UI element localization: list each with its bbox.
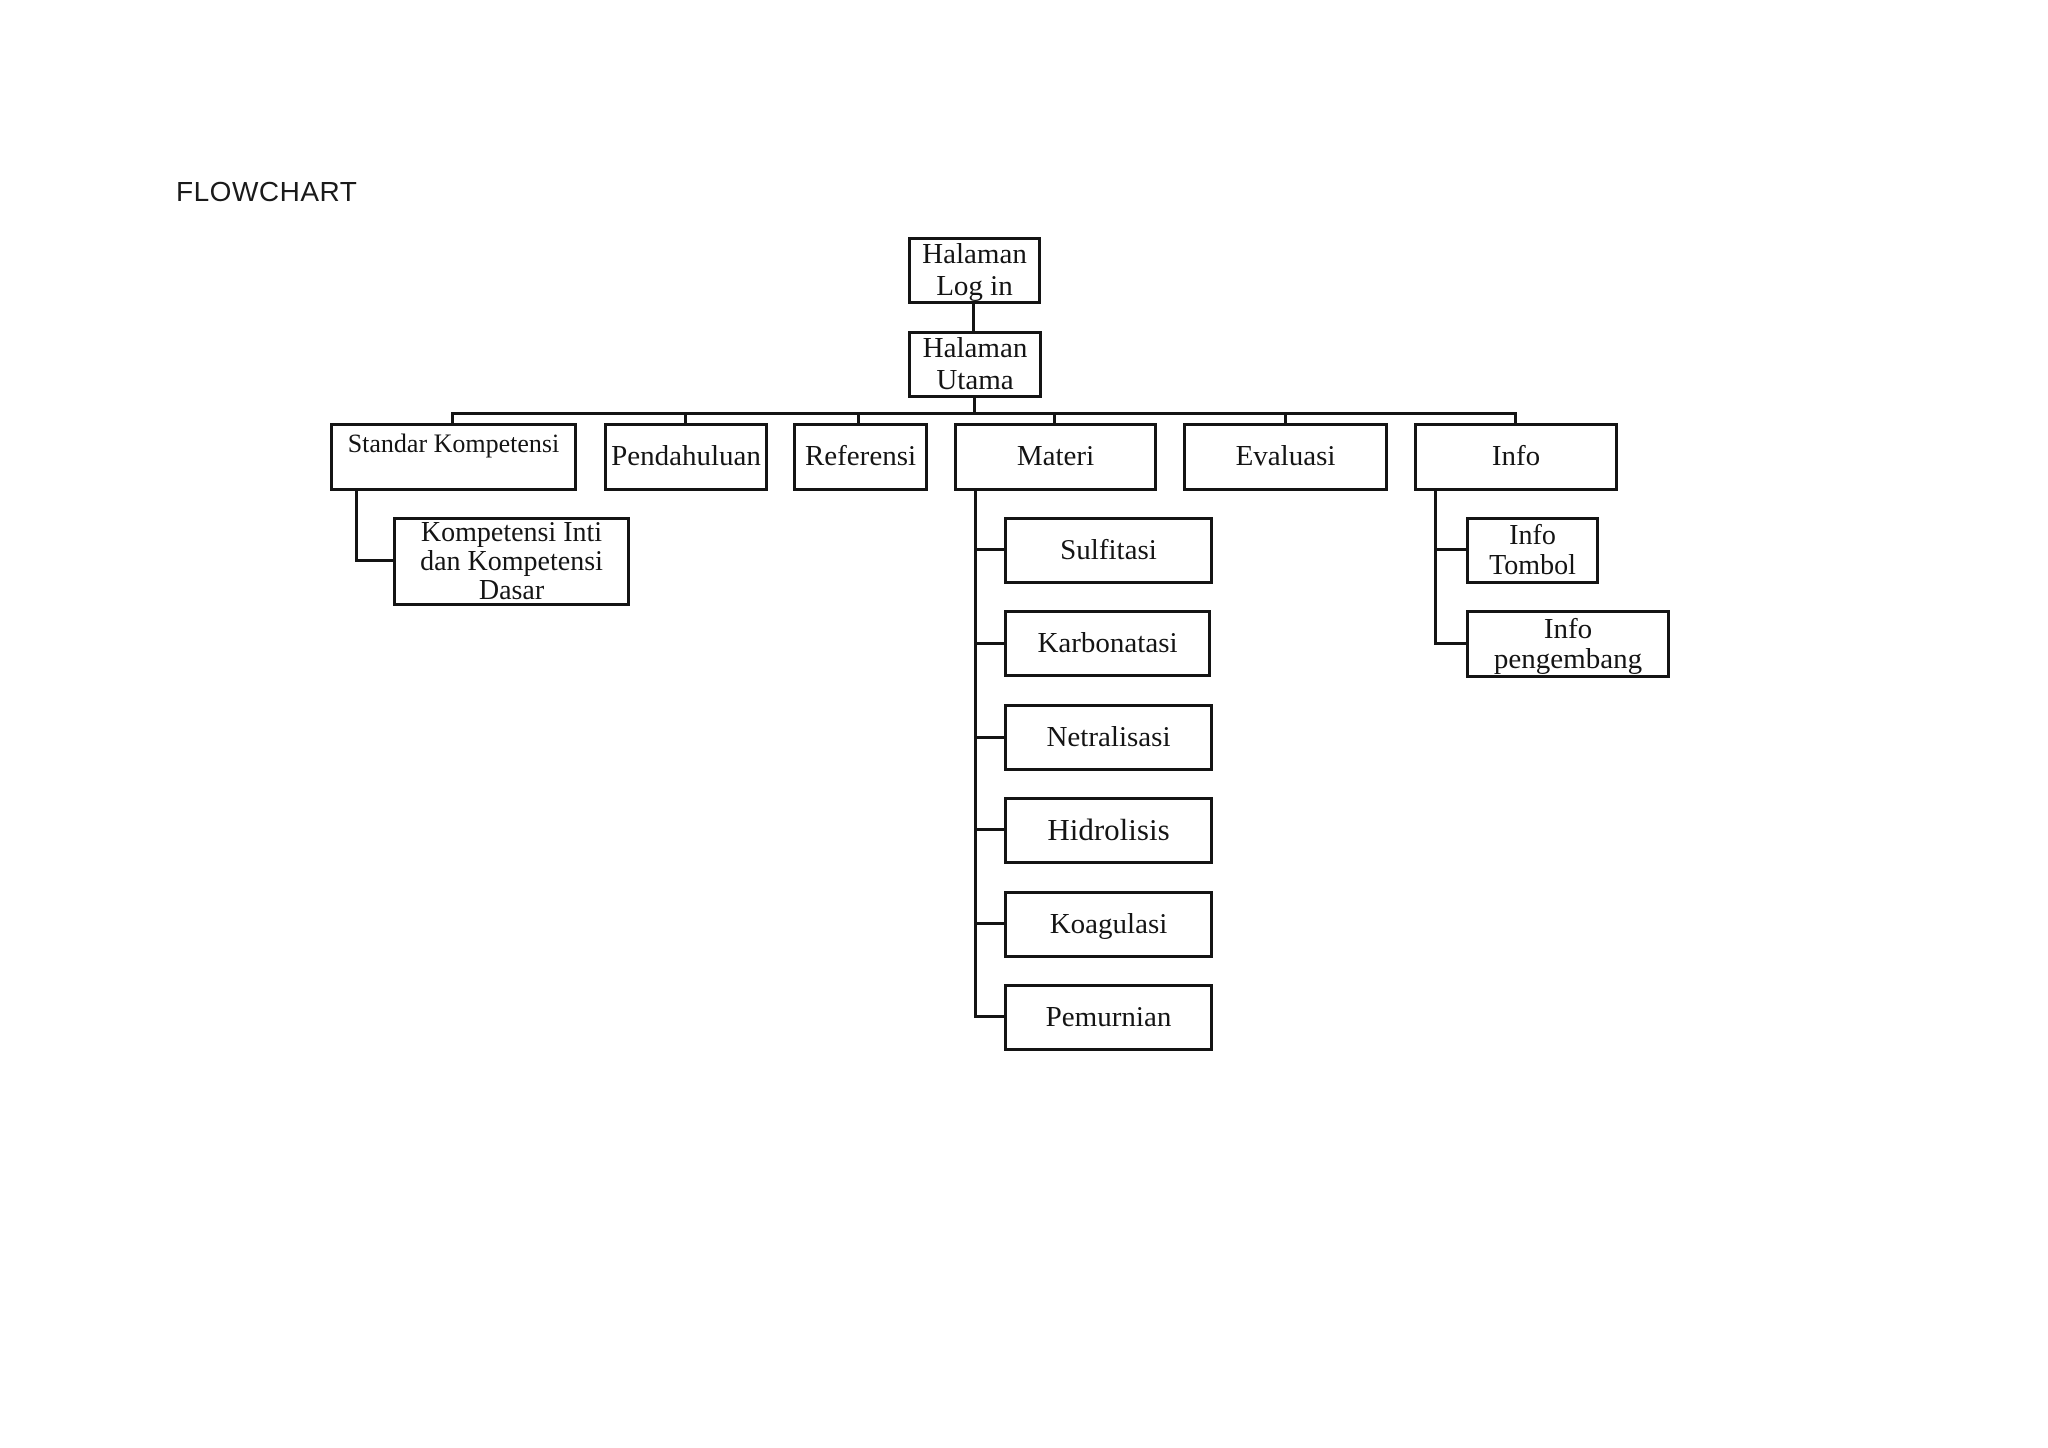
connector-tick-info-pengembang [1434, 642, 1468, 645]
node-materi: Materi [954, 423, 1157, 491]
connector-materi-trunk [974, 489, 977, 1018]
page-title: FLOWCHART [176, 176, 358, 207]
connector-tick-info-tombol [1434, 548, 1468, 551]
connector-info-trunk [1434, 489, 1437, 644]
node-kompetensi-inti-dasar: Kompetensi Inti dan Kompetensi Dasar [393, 517, 630, 606]
node-sulfitasi: Sulfitasi [1004, 517, 1213, 584]
connector-tick-kompetensi [355, 559, 396, 562]
node-referensi: Referensi [793, 423, 928, 491]
connector-drop-materi [1053, 412, 1056, 425]
node-hidrolisis: Hidrolisis [1004, 797, 1213, 864]
connector-tick-netralisasi [974, 736, 1006, 739]
connector-bus [451, 412, 1517, 415]
node-info-pengembang: Info pengembang [1466, 610, 1670, 678]
connector-drop-info [1514, 412, 1517, 425]
connector-tick-pemurnian [974, 1015, 1006, 1018]
node-standar-kompetensi: Standar Kompetensi [330, 423, 577, 491]
connector-tick-hidrolisis [974, 828, 1006, 831]
connector-utama-bus [973, 395, 976, 415]
connector-drop-pendahuluan [684, 412, 687, 425]
node-pendahuluan: Pendahuluan [604, 423, 768, 491]
node-karbonatasi: Karbonatasi [1004, 610, 1211, 677]
node-evaluasi: Evaluasi [1183, 423, 1388, 491]
connector-standar-trunk [355, 489, 358, 562]
connector-drop-evaluasi [1284, 412, 1287, 425]
node-halaman-utama: Halaman Utama [908, 331, 1042, 398]
connector-tick-koagulasi [974, 922, 1006, 925]
connector-drop-standar [451, 412, 454, 425]
connector-drop-referensi [857, 412, 860, 425]
node-pemurnian: Pemurnian [1004, 984, 1213, 1051]
node-info: Info [1414, 423, 1618, 491]
node-netralisasi: Netralisasi [1004, 704, 1213, 771]
node-info-tombol: Info Tombol [1466, 517, 1599, 584]
node-koagulasi: Koagulasi [1004, 891, 1213, 958]
node-halaman-login: Halaman Log in [908, 237, 1041, 304]
connector-tick-karbonatasi [974, 642, 1006, 645]
connector-tick-sulfitasi [974, 548, 1006, 551]
connector-login-utama [972, 301, 975, 332]
